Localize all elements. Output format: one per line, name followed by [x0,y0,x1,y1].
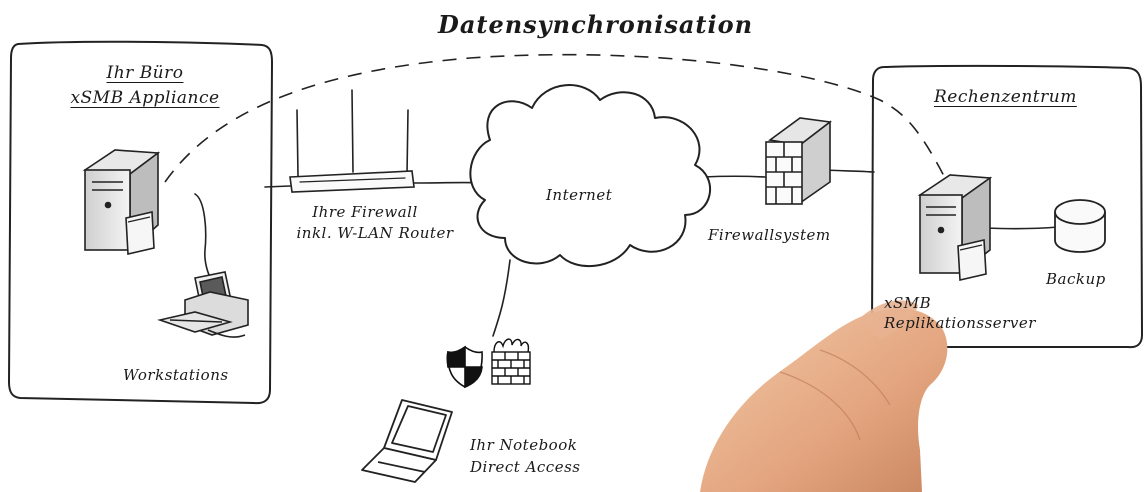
sync-arc [164,53,946,183]
replication-server-label-line1: xSMB [884,294,932,312]
shield-icon [446,345,483,389]
replication-server-label-line2: Replikationsserver [884,314,1036,332]
diagram-title: Datensynchronisation [438,10,754,39]
workstation-computer-icon [157,271,249,338]
internet-label: Internet [546,186,613,204]
internet-cloud-icon [469,84,712,268]
laptop-icon [361,399,453,483]
workstations-label: Workstations [123,366,229,384]
firewall-system-label: Firewallsystem [708,226,831,244]
datacenter-box [870,64,1144,349]
router-icon [289,89,415,193]
office-title-line2: xSMB Appliance [70,88,220,108]
firewall-system-icon [765,117,833,205]
notebook-label-line1: Ihr Notebook [470,436,578,454]
notebook-label-line2: Direct Access [470,458,581,476]
router-label-line2: inkl. W-LAN Router [296,224,454,242]
backup-database-icon [1054,199,1106,253]
datacenter-title: Rechenzentrum [934,87,1077,107]
office-server-icon [82,149,161,255]
backup-label: Backup [1046,270,1106,288]
small-firewall-icon [491,338,531,385]
router-label-line1: Ihre Firewall [312,203,418,221]
office-box [7,40,274,405]
hand-icon [700,300,948,492]
replication-server-icon [917,174,993,281]
office-title-line1: Ihr Büro [106,63,184,83]
